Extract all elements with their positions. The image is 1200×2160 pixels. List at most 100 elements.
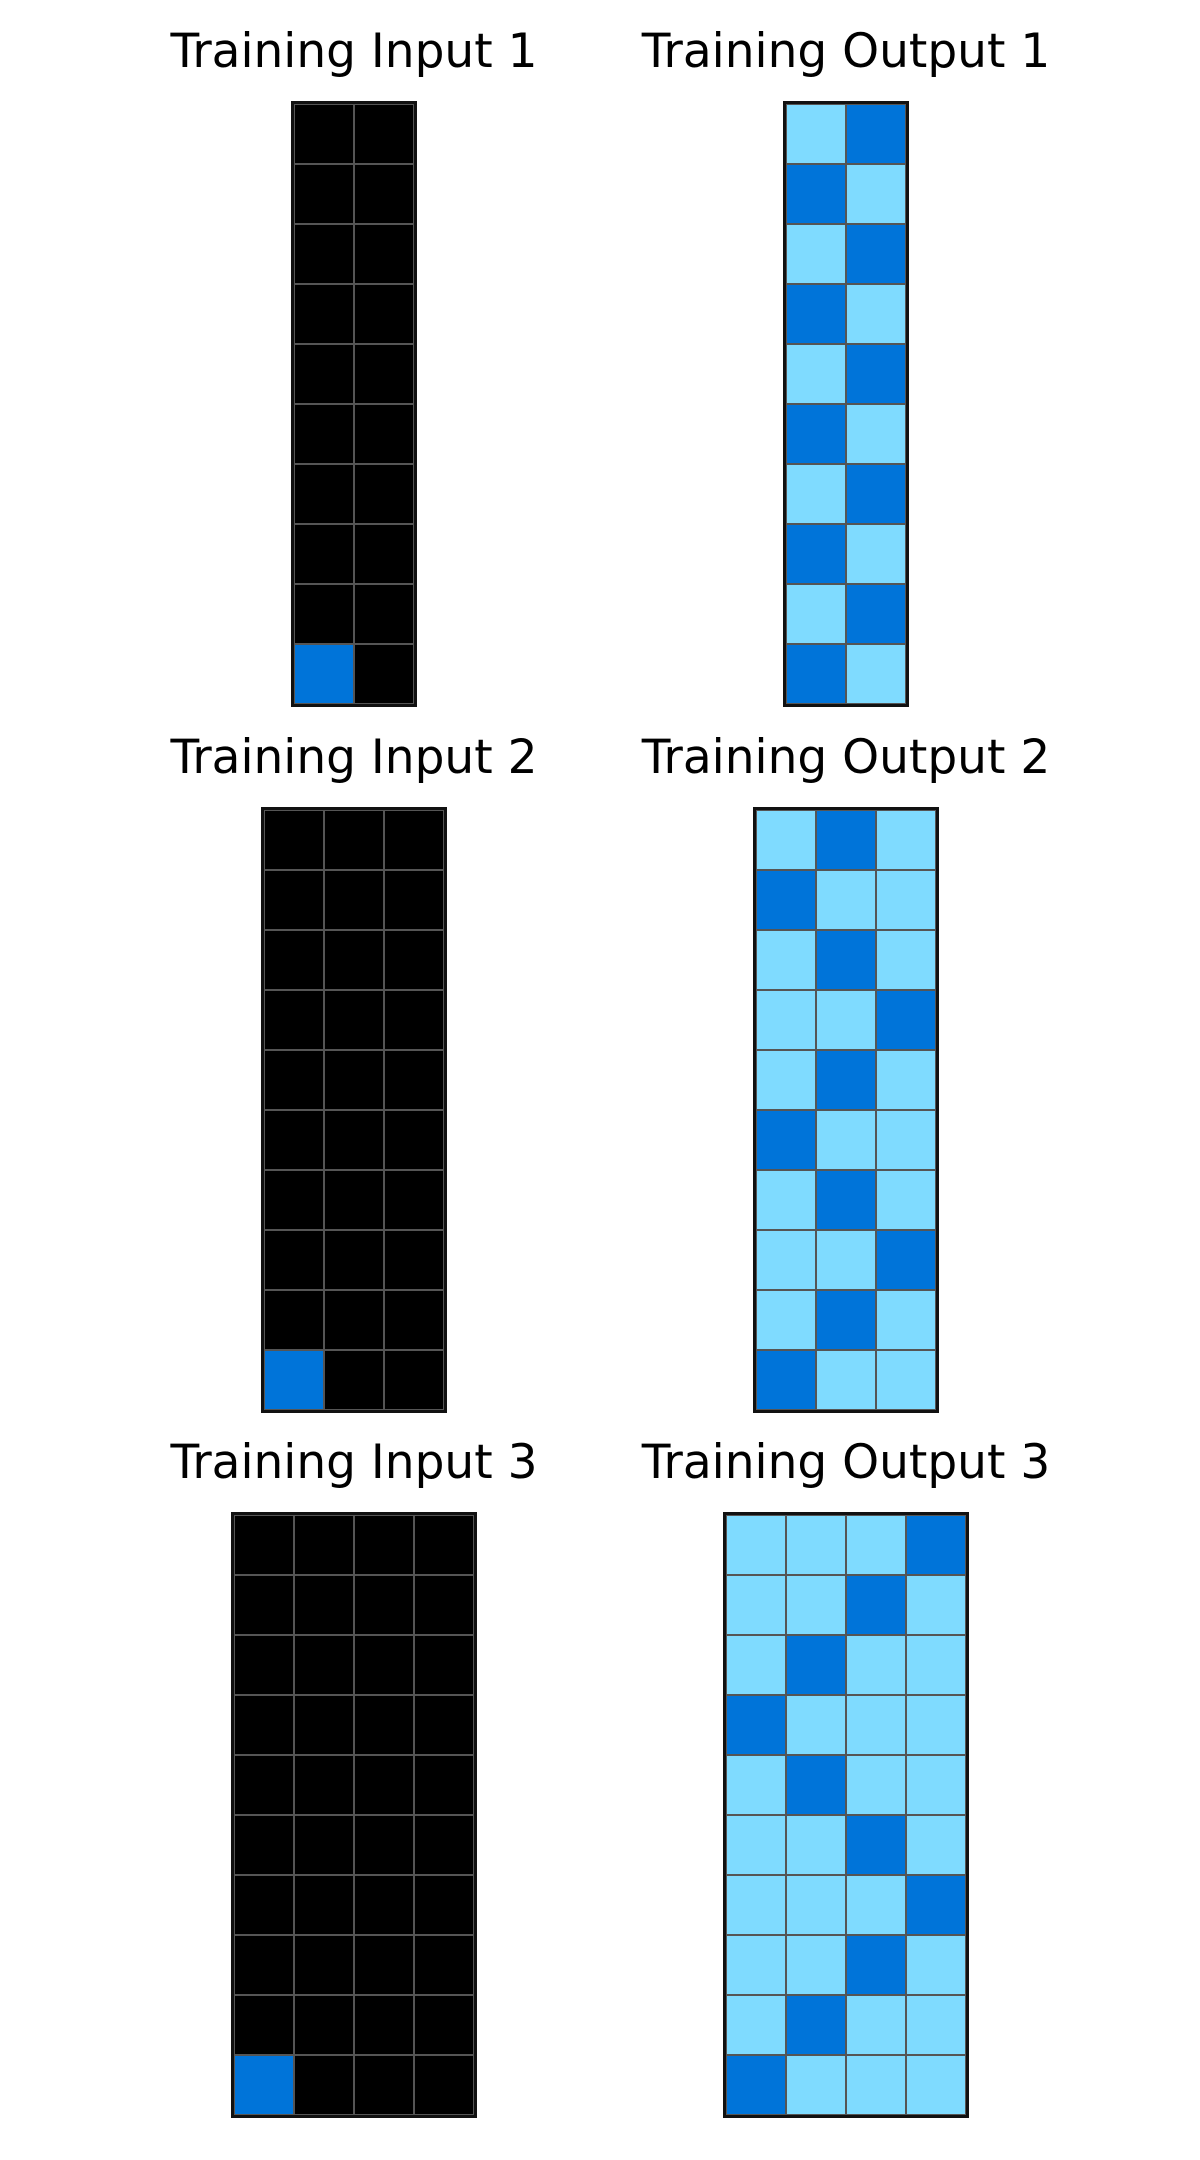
cell-r3-c0 bbox=[786, 284, 846, 344]
cell-r7-c0 bbox=[786, 524, 846, 584]
cell-r4-c0 bbox=[756, 1050, 816, 1110]
cell-r5-c1 bbox=[786, 1815, 846, 1875]
cell-r5-c0 bbox=[786, 404, 846, 464]
cell-r4-c0 bbox=[264, 1050, 324, 1110]
cell-r9-c0 bbox=[786, 644, 846, 704]
cell-r1-c2 bbox=[354, 1575, 414, 1635]
cell-r8-c0 bbox=[786, 584, 846, 644]
cell-r8-c2 bbox=[846, 1995, 906, 2055]
cell-r0-c1 bbox=[786, 1515, 846, 1575]
cell-r7-c1 bbox=[846, 524, 906, 584]
cell-r4-c1 bbox=[324, 1050, 384, 1110]
cell-r4-c2 bbox=[354, 1755, 414, 1815]
cell-r6-c1 bbox=[324, 1170, 384, 1230]
cell-r0-c2 bbox=[354, 1515, 414, 1575]
cell-r8-c1 bbox=[294, 1995, 354, 2055]
cell-r8-c3 bbox=[906, 1995, 966, 2055]
cell-r4-c0 bbox=[294, 344, 354, 404]
cell-r0-c1 bbox=[846, 104, 906, 164]
cell-r7-c3 bbox=[414, 1935, 474, 1995]
cell-r5-c0 bbox=[294, 404, 354, 464]
cell-r5-c1 bbox=[324, 1110, 384, 1170]
cell-r6-c0 bbox=[786, 464, 846, 524]
cell-r1-c1 bbox=[294, 1575, 354, 1635]
cell-r3-c3 bbox=[906, 1695, 966, 1755]
cell-r1-c2 bbox=[876, 870, 936, 930]
cell-r6-c2 bbox=[876, 1170, 936, 1230]
cell-r2-c1 bbox=[816, 930, 876, 990]
cell-r3-c1 bbox=[324, 990, 384, 1050]
cell-r9-c2 bbox=[876, 1350, 936, 1410]
cell-r9-c0 bbox=[234, 2055, 294, 2115]
cell-r3-c2 bbox=[384, 990, 444, 1050]
cell-r9-c2 bbox=[384, 1350, 444, 1410]
cell-r4-c1 bbox=[786, 1755, 846, 1815]
cell-r0-c1 bbox=[354, 104, 414, 164]
cell-r7-c2 bbox=[354, 1935, 414, 1995]
cell-r7-c3 bbox=[906, 1935, 966, 1995]
cell-r5-c1 bbox=[816, 1110, 876, 1170]
cell-r3-c0 bbox=[726, 1695, 786, 1755]
cell-r4-c2 bbox=[384, 1050, 444, 1110]
cell-r3-c2 bbox=[354, 1695, 414, 1755]
cell-r7-c0 bbox=[234, 1935, 294, 1995]
cell-r5-c0 bbox=[726, 1815, 786, 1875]
cell-r3-c3 bbox=[414, 1695, 474, 1755]
cell-r6-c1 bbox=[786, 1875, 846, 1935]
cell-r0-c2 bbox=[846, 1515, 906, 1575]
cell-r5-c0 bbox=[264, 1110, 324, 1170]
cell-r0-c0 bbox=[234, 1515, 294, 1575]
cell-r6-c2 bbox=[846, 1875, 906, 1935]
cell-r1-c0 bbox=[756, 870, 816, 930]
cell-r7-c1 bbox=[816, 1230, 876, 1290]
cell-r8-c0 bbox=[234, 1995, 294, 2055]
cell-r9-c1 bbox=[324, 1350, 384, 1410]
cell-r4-c1 bbox=[846, 344, 906, 404]
cell-r5-c0 bbox=[756, 1110, 816, 1170]
cell-r9-c0 bbox=[726, 2055, 786, 2115]
cell-r7-c2 bbox=[846, 1935, 906, 1995]
cell-r3-c2 bbox=[876, 990, 936, 1050]
cell-r7-c1 bbox=[354, 524, 414, 584]
cell-r1-c2 bbox=[384, 870, 444, 930]
cell-r0-c3 bbox=[906, 1515, 966, 1575]
cell-r5-c3 bbox=[414, 1815, 474, 1875]
grid-training-output-2 bbox=[753, 807, 939, 1413]
cell-r5-c0 bbox=[234, 1815, 294, 1875]
cell-r3-c1 bbox=[816, 990, 876, 1050]
cell-r4-c1 bbox=[816, 1050, 876, 1110]
cell-r1-c3 bbox=[414, 1575, 474, 1635]
cell-r0-c1 bbox=[294, 1515, 354, 1575]
grid-training-input-2 bbox=[261, 807, 447, 1413]
cell-r6-c0 bbox=[726, 1875, 786, 1935]
cell-r7-c0 bbox=[294, 524, 354, 584]
cell-r9-c2 bbox=[354, 2055, 414, 2115]
cell-r7-c0 bbox=[756, 1230, 816, 1290]
panel-title-training-output-1: Training Output 1 bbox=[641, 24, 1051, 79]
cell-r2-c0 bbox=[726, 1635, 786, 1695]
cell-r5-c1 bbox=[354, 404, 414, 464]
cell-r2-c1 bbox=[294, 1635, 354, 1695]
cell-r2-c0 bbox=[786, 224, 846, 284]
cell-r8-c0 bbox=[264, 1290, 324, 1350]
cell-r1-c1 bbox=[786, 1575, 846, 1635]
cell-r4-c0 bbox=[726, 1755, 786, 1815]
cell-r8-c2 bbox=[876, 1290, 936, 1350]
cell-r7-c0 bbox=[264, 1230, 324, 1290]
cell-r9-c3 bbox=[414, 2055, 474, 2115]
cell-r6-c3 bbox=[414, 1875, 474, 1935]
cell-r7-c0 bbox=[726, 1935, 786, 1995]
cell-r3-c1 bbox=[354, 284, 414, 344]
cell-r0-c0 bbox=[756, 810, 816, 870]
cell-r7-c2 bbox=[384, 1230, 444, 1290]
panel-title-training-output-3: Training Output 3 bbox=[641, 1435, 1051, 1490]
cell-r4-c1 bbox=[354, 344, 414, 404]
cell-r1-c0 bbox=[264, 870, 324, 930]
cell-r9-c1 bbox=[354, 644, 414, 704]
grid-training-output-1 bbox=[783, 101, 909, 707]
panel-title-training-input-1: Training Input 1 bbox=[170, 24, 538, 79]
cell-r2-c1 bbox=[354, 224, 414, 284]
cell-r3-c1 bbox=[786, 1695, 846, 1755]
cell-r9-c0 bbox=[294, 644, 354, 704]
